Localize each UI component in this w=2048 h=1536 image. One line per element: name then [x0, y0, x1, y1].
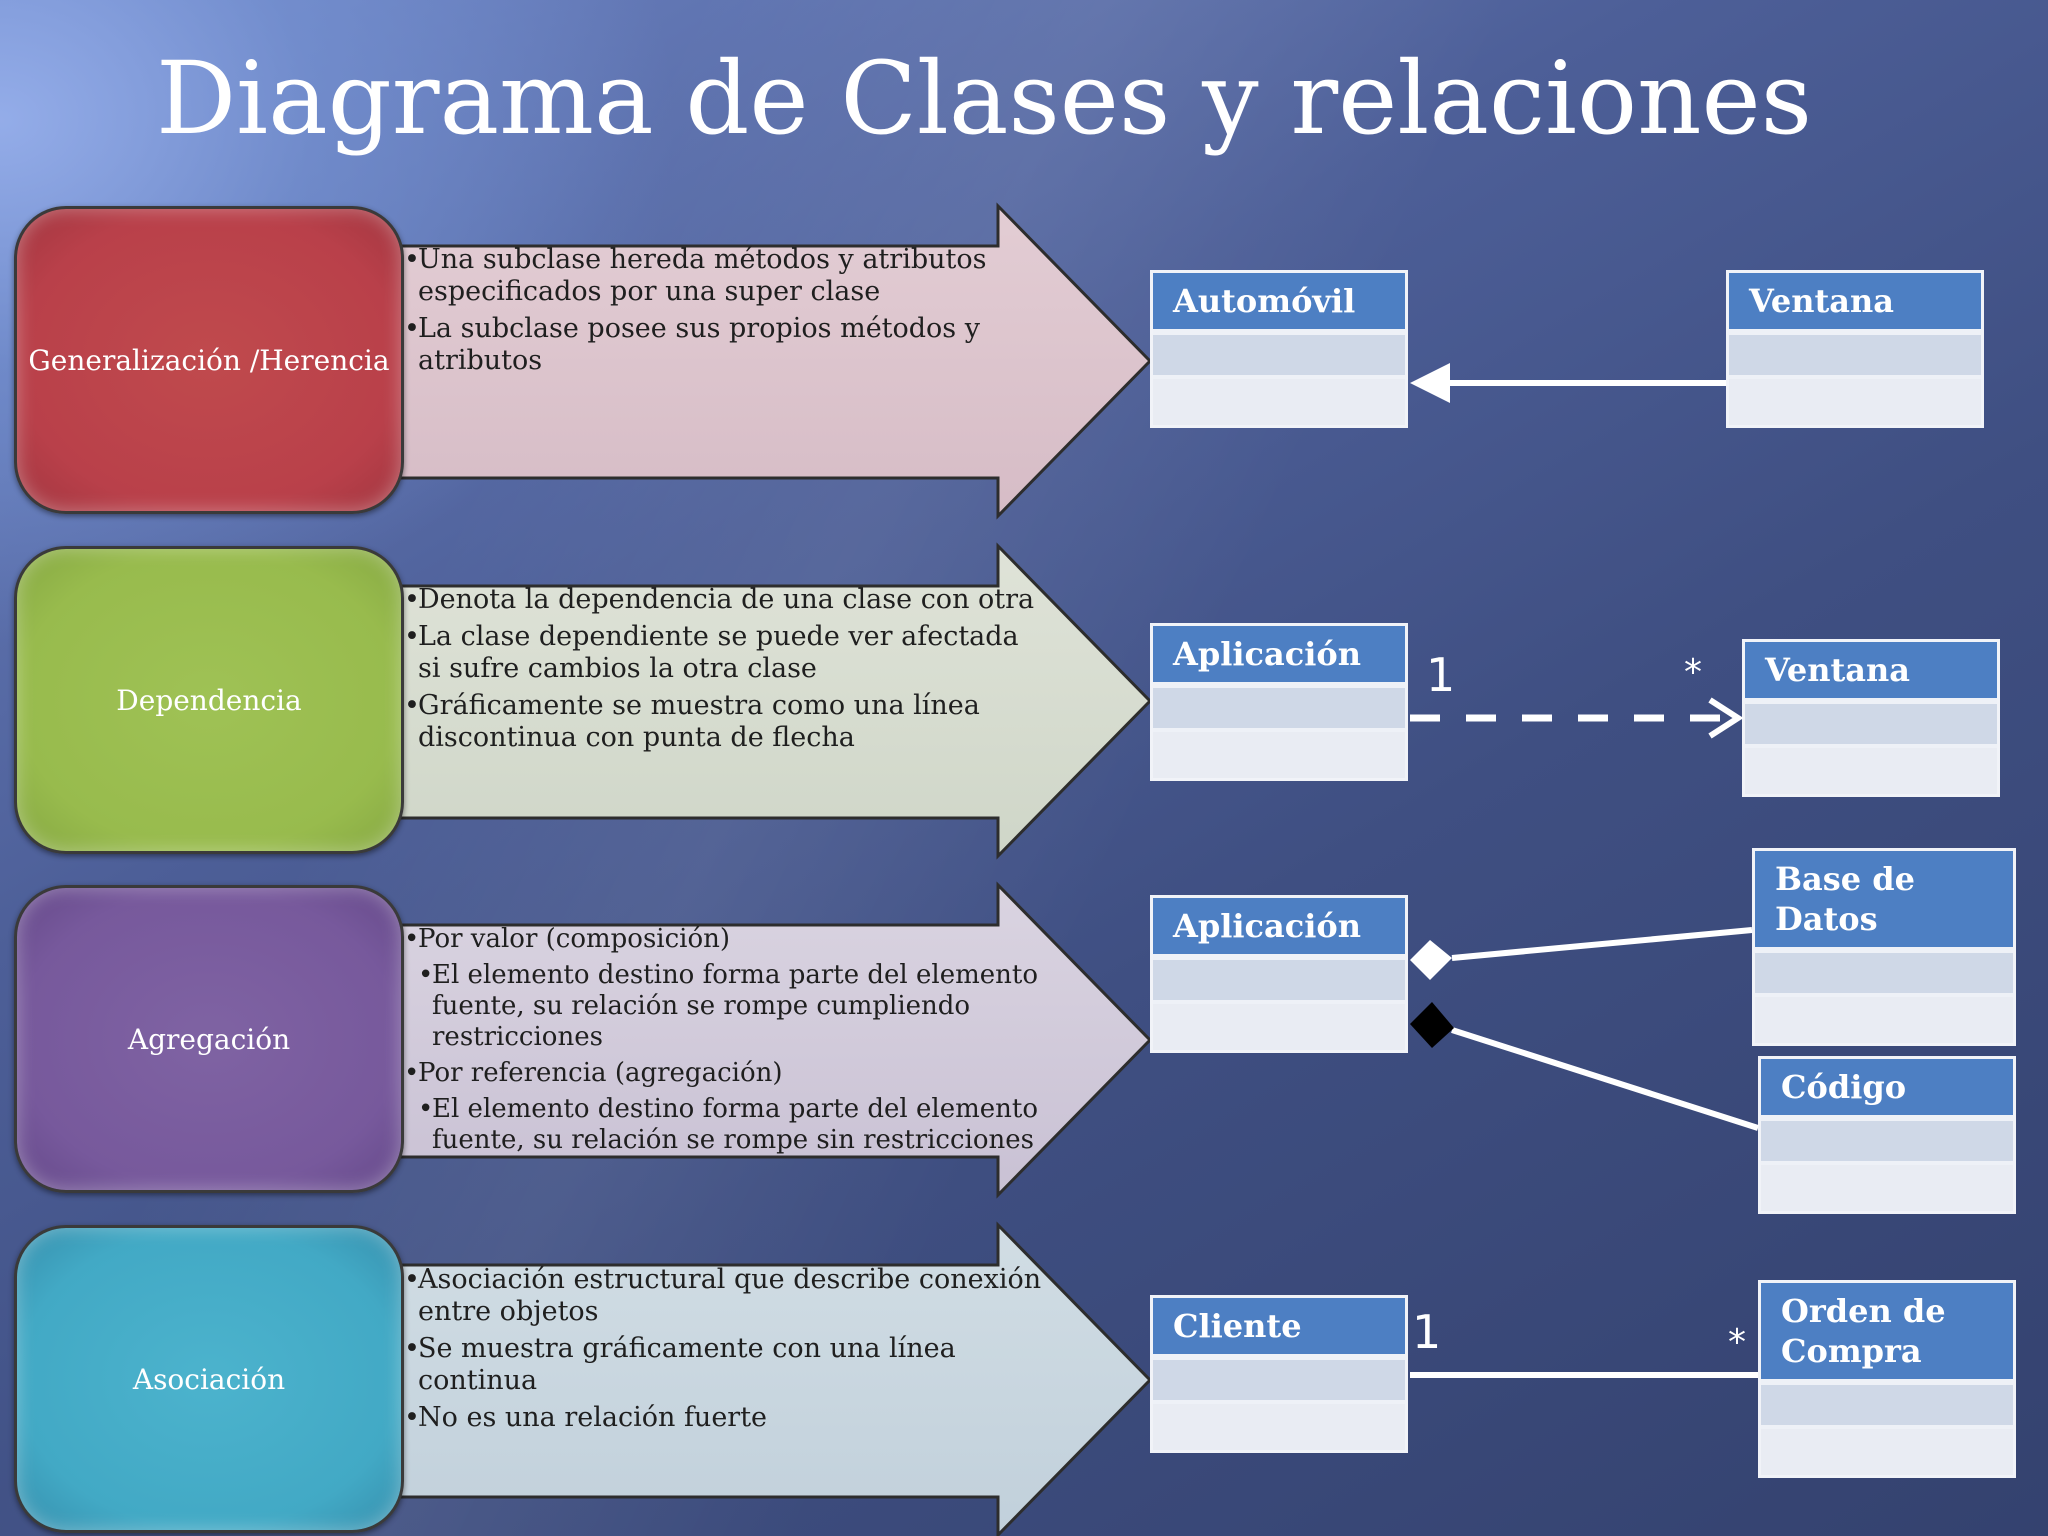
class-attributes	[1153, 335, 1405, 379]
dependency-description: Denota la dependencia de una clase con o…	[404, 584, 1044, 759]
class-name: Orden de Compra	[1761, 1283, 2013, 1385]
class-name: Ventana	[1745, 642, 1997, 704]
bullet-subitem: El elemento destino forma parte del elem…	[404, 1094, 1064, 1156]
concept-badge-asociacion: Asociación	[14, 1225, 404, 1533]
class-attributes	[1153, 688, 1405, 732]
class-name: Aplicación	[1153, 898, 1405, 960]
association-source-multiplicity: 1	[1412, 1305, 1442, 1359]
class-methods	[1729, 379, 1981, 425]
concept-badge-agregacion: Agregación	[14, 885, 404, 1193]
class-attributes	[1729, 335, 1981, 379]
bullet-item: Una subclase hereda métodos y atributos …	[404, 244, 1044, 308]
class-methods	[1153, 732, 1405, 778]
class-methods	[1761, 1429, 2013, 1475]
class-methods	[1761, 1165, 2013, 1211]
class-methods	[1745, 748, 1997, 794]
class-attributes	[1761, 1121, 2013, 1165]
concept-label: Asociación	[132, 1362, 286, 1396]
generalization-description: Una subclase hereda métodos y atributos …	[404, 244, 1044, 382]
class-attributes	[1745, 704, 1997, 748]
concept-badge-dependencia: Dependencia	[14, 546, 404, 854]
class-name: Base de Datos	[1755, 851, 2013, 953]
uml-class-aplicacion-1: Aplicación	[1150, 623, 1408, 781]
class-attributes	[1153, 1360, 1405, 1404]
slide-title: Diagrama de Clases y relaciones	[155, 40, 1813, 157]
dependency-source-multiplicity: 1	[1426, 648, 1456, 702]
class-attributes	[1153, 960, 1405, 1004]
uml-class-orden-de-compra: Orden de Compra	[1758, 1280, 2016, 1478]
bullet-item: Denota la dependencia de una clase con o…	[404, 584, 1044, 616]
uml-class-ventana-1: Ventana	[1726, 270, 1984, 428]
class-methods	[1153, 1404, 1405, 1450]
aggregation-description: Por valor (composición) El elemento dest…	[404, 924, 1064, 1161]
bullet-item: Por referencia (agregación)	[404, 1058, 1064, 1089]
concept-label: Generalización /Herencia	[28, 343, 390, 377]
bullet-item: Asociación estructural que describe cone…	[404, 1264, 1044, 1328]
uml-class-automovil: Automóvil	[1150, 270, 1408, 428]
bullet-item: No es una relación fuerte	[404, 1402, 1044, 1434]
bullet-item: Por valor (composición)	[404, 924, 1064, 955]
uml-class-ventana-2: Ventana	[1742, 639, 2000, 797]
association-description: Asociación estructural que describe cone…	[404, 1264, 1044, 1439]
bullet-item: La clase dependiente se puede ver afecta…	[404, 621, 1044, 685]
bullet-item: La subclase posee sus propios métodos y …	[404, 313, 1044, 377]
concept-badge-generalizacion: Generalización /Herencia	[14, 206, 404, 514]
class-name: Ventana	[1729, 273, 1981, 335]
class-methods	[1153, 1004, 1405, 1050]
class-name: Aplicación	[1153, 626, 1405, 688]
uml-class-cliente: Cliente	[1150, 1295, 1408, 1453]
concept-label: Dependencia	[116, 683, 302, 717]
concept-label: Agregación	[127, 1022, 291, 1056]
uml-class-codigo: Código	[1758, 1056, 2016, 1214]
class-attributes	[1755, 953, 2013, 997]
class-methods	[1755, 997, 2013, 1043]
class-name: Automóvil	[1153, 273, 1405, 335]
class-name: Código	[1761, 1059, 2013, 1121]
class-attributes	[1761, 1385, 2013, 1429]
bullet-subitem: El elemento destino forma parte del elem…	[404, 960, 1064, 1053]
association-target-multiplicity: *	[1728, 1322, 1746, 1363]
bullet-item: Se muestra gráficamente con una línea co…	[404, 1333, 1044, 1397]
uml-class-base-de-datos: Base de Datos	[1752, 848, 2016, 1046]
bullet-item: Gráficamente se muestra como una línea d…	[404, 690, 1044, 754]
class-name: Cliente	[1153, 1298, 1405, 1360]
uml-class-aplicacion-2: Aplicación	[1150, 895, 1408, 1053]
dependency-target-multiplicity: *	[1684, 652, 1702, 693]
class-methods	[1153, 379, 1405, 425]
